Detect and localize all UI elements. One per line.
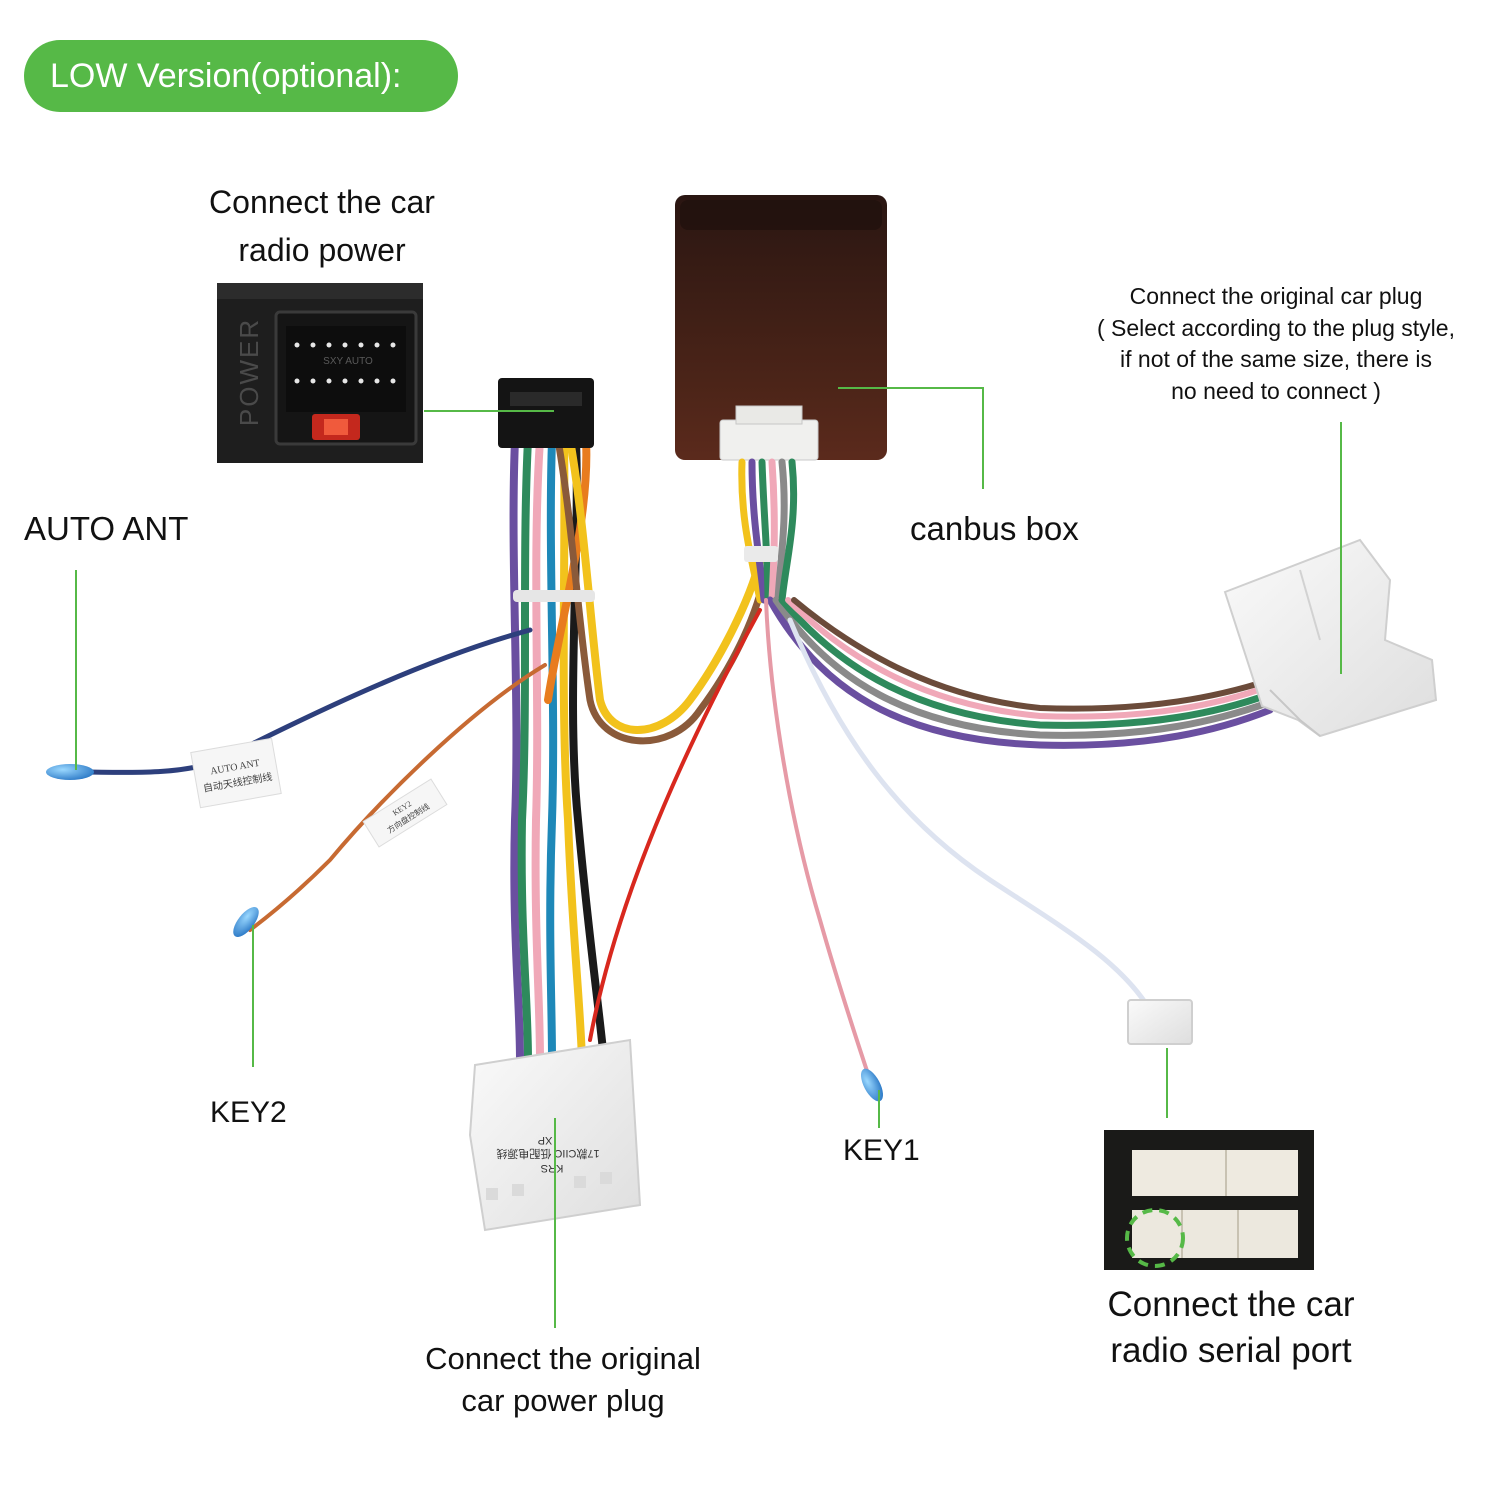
canbus-box-label: canbus box [910,510,1079,547]
key1-tip [860,1068,884,1102]
callout-original-plug [1340,422,1342,674]
version-badge: LOW Version(optional): [24,40,458,112]
key2-tag: KEY2 方向盘控制线 [362,778,448,848]
callout-auto-ant [75,570,77,770]
power-plug-label-line-2: car power plug [461,1383,665,1418]
key2-label: KEY2 [210,1096,287,1129]
original-plug-label-line-3: if not of the same size, there is [1120,346,1432,372]
original-plug-label-line-2: ( Select according to the plug style, [1097,314,1455,341]
plug-tag: KRS 17款CIIC 低配电源线 XP [496,1134,599,1174]
callout-serial-port [1166,1048,1168,1118]
radio-power-label: Connect the car radio power [172,178,472,274]
callout-key2 [252,925,254,1067]
original-plug-label-line-1: Connect the original car plug [1129,283,1423,309]
plug-tag-line-1: KRS [541,1162,564,1174]
key1-label: KEY1 [843,1134,920,1167]
serial-connector [1127,999,1193,1045]
original-plug-label-line-4: no need to connect ) [1171,377,1381,404]
serial-port-label-line-2: radio serial port [1110,1331,1352,1370]
radio-power-label-line-1: Connect the car [209,184,435,220]
radio-power-label-line-2: radio power [238,232,406,268]
original-car-plug [1223,538,1438,738]
plug-tag-line-2: 17款CIIC 低配电源线 [496,1147,599,1161]
key2-tip [233,906,259,938]
callout-radio-power [424,410,554,412]
power-plug-label-line-1: Connect the original [425,1341,701,1376]
callout-key1 [878,1090,880,1128]
callout-canbus-h [838,387,984,389]
radio-power-connector [498,378,594,448]
callout-power-plug [554,1118,556,1328]
canbus-box [675,195,887,461]
serial-port-label: Connect the car radio serial port [1078,1282,1384,1374]
plug-tag-line-3: XP [538,1134,553,1146]
auto-ant-label: AUTO ANT [24,510,189,547]
callout-canbus-v [982,387,984,489]
power-inset-text: POWER [234,318,264,426]
inset-sub-text: SXY AUTO [323,356,373,367]
radio-power-socket-photo: SXY AUTO POWER [217,283,423,463]
socket-pins [294,342,396,384]
auto-ant-tag: AUTO ANT 自动天线控制线 [190,737,282,809]
original-plug-label: Connect the original car plug ( Select a… [1078,281,1474,407]
serial-port-label-line-1: Connect the car [1107,1285,1355,1324]
wire-harness [79,436,1274,1082]
auto-ant-tip [46,764,94,780]
radio-serial-port-photo [1104,1130,1314,1270]
power-plug-label: Connect the original car power plug [408,1338,718,1422]
